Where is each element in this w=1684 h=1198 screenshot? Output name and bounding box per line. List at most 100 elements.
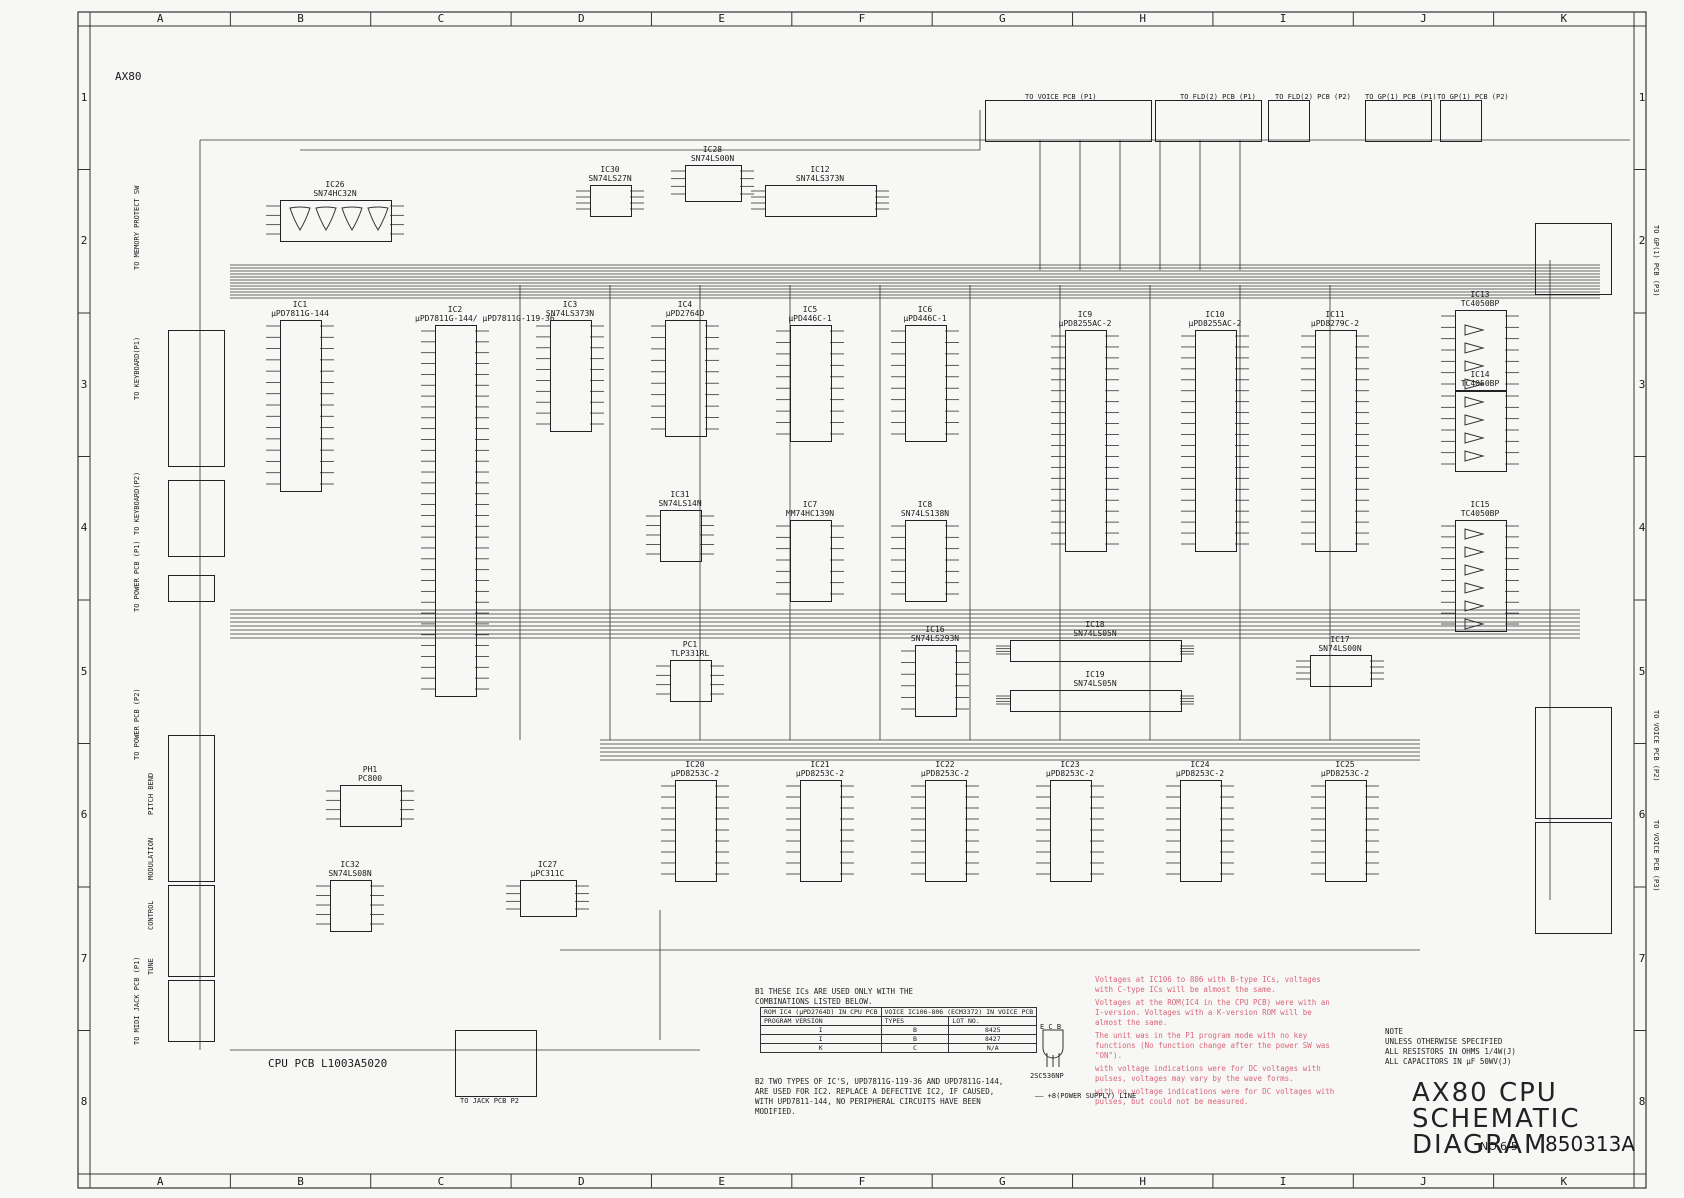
connector-block-fld-p1 [1155, 100, 1262, 142]
zone-row-6: 6 [1638, 808, 1646, 822]
zone-col-d: D [577, 1175, 585, 1188]
ic-ic25 [1325, 780, 1367, 882]
ic-ic7 [790, 520, 832, 602]
zone-col-k: K [1560, 12, 1568, 25]
ic-ph1 [340, 785, 402, 827]
zone-col-b: B [297, 12, 304, 25]
zone-col-b: B [297, 1175, 304, 1188]
zone-row-7: 7 [80, 951, 88, 965]
connector-memory-protect: TO MEMORY PROTECT SW [133, 185, 141, 270]
zone-row-2: 2 [1638, 234, 1646, 248]
zone-row-1: 1 [80, 90, 88, 104]
ic-ic30 [590, 185, 632, 217]
connector-block-power-p1 [168, 575, 215, 602]
zone-col-i: I [1279, 12, 1287, 25]
zone-row-8: 8 [1638, 1095, 1646, 1109]
label-modulation: MODULATION [147, 837, 155, 880]
zone-col-f: F [858, 12, 866, 25]
voltage-note-3: The unit was in the P1 program mode with… [1095, 1031, 1330, 1060]
ic-ic22 [925, 780, 967, 882]
zone-row-2: 2 [80, 234, 88, 248]
zone-row-5: 5 [1638, 664, 1646, 678]
ic-ic10 [1195, 330, 1237, 552]
zone-row-7: 7 [1638, 951, 1646, 965]
title-line-1: AX80 CPU [1412, 1078, 1558, 1108]
model-tag: AX80 [115, 70, 142, 83]
connector-block-midi [168, 980, 215, 1042]
rom-table-sub-lot: LOT NO. [948, 1016, 1038, 1026]
connector-block-keyboard-p2 [168, 480, 225, 557]
zone-row-4: 4 [1638, 521, 1646, 535]
table-row: K C N/A [760, 1043, 1038, 1053]
ic-ic17 [1310, 655, 1372, 687]
ic-ic5 [790, 325, 832, 442]
zone-col-c: C [437, 1175, 445, 1188]
connector-midi-jack: TO MIDI JACK PCB (P1) [133, 956, 141, 1045]
ic-ic3 [550, 320, 592, 432]
ic-ic26 [280, 200, 392, 242]
connector-block-voice [985, 100, 1152, 142]
zone-row-3: 3 [1638, 377, 1646, 391]
zone-row-5: 5 [80, 664, 88, 678]
connector-power-p1: TO POWER PCB (P1) [133, 540, 141, 612]
zone-col-j: J [1420, 12, 1427, 25]
connector-block-control [168, 885, 215, 977]
zone-row-8: 8 [80, 1095, 88, 1109]
rom-table-header-voice: VOICE IC106-806 (ECM3372) IN VOICE PCB [880, 1007, 1038, 1017]
connector-gp1-p3: TO GP(1) PCB (P3) [1652, 225, 1660, 297]
connector-block-keyboard-p1 [168, 330, 225, 467]
ic-ic19 [1010, 690, 1182, 712]
rom-table-sub-types: TYPES [880, 1016, 950, 1026]
rom-table: ROM IC4 (μPD2764D) IN CPU PCB VOICE IC10… [760, 1007, 1038, 1053]
connector-voice-p1: TO VOICE PCB (P1) [1025, 93, 1097, 101]
general-notes: NOTE UNLESS OTHERWISE SPECIFIED ALL RESI… [1385, 1027, 1516, 1066]
ic-ic27 [520, 880, 577, 917]
zone-col-e: E [718, 12, 725, 25]
voltage-note-2: Voltages at the ROM(IC4 in the CPU PCB) … [1095, 998, 1330, 1027]
connector-keyboard-p2: TO KEYBOARD(P2) [133, 471, 141, 535]
connector-block-gp-p2 [1440, 100, 1482, 142]
ic-pc1 [670, 660, 712, 702]
ic-ic15 [1455, 520, 1507, 632]
doc-number: NO.6-5 [1480, 1140, 1518, 1153]
connector-block-power-p2 [168, 735, 215, 882]
zone-col-g: G [999, 1175, 1006, 1188]
voltage-note-4: with voltage indications were for DC vol… [1095, 1064, 1321, 1083]
connector-jack-p2: TO JACK PCB P2 [460, 1097, 520, 1105]
connector-block-voice-p3 [1535, 822, 1612, 934]
ic-ic14 [1455, 390, 1507, 472]
connector-block-gp-p1 [1365, 100, 1432, 142]
ic-ic8 [905, 520, 947, 602]
transistor-symbol [1042, 1029, 1064, 1067]
zone-col-h: H [1139, 1175, 1147, 1188]
ic-ic20 [675, 780, 717, 882]
supply-line-label: —— +8(POWER SUPPLY) LINE [1035, 1092, 1137, 1100]
ic-ic1 [280, 320, 322, 492]
connector-fld2-p2: TO FLD(2) PCB (P2) [1275, 93, 1351, 101]
zone-col-j: J [1420, 1175, 1427, 1188]
voltage-note-1: Voltages at IC106 to 806 with B-type ICs… [1095, 975, 1321, 994]
ic-ic18 [1010, 640, 1182, 662]
